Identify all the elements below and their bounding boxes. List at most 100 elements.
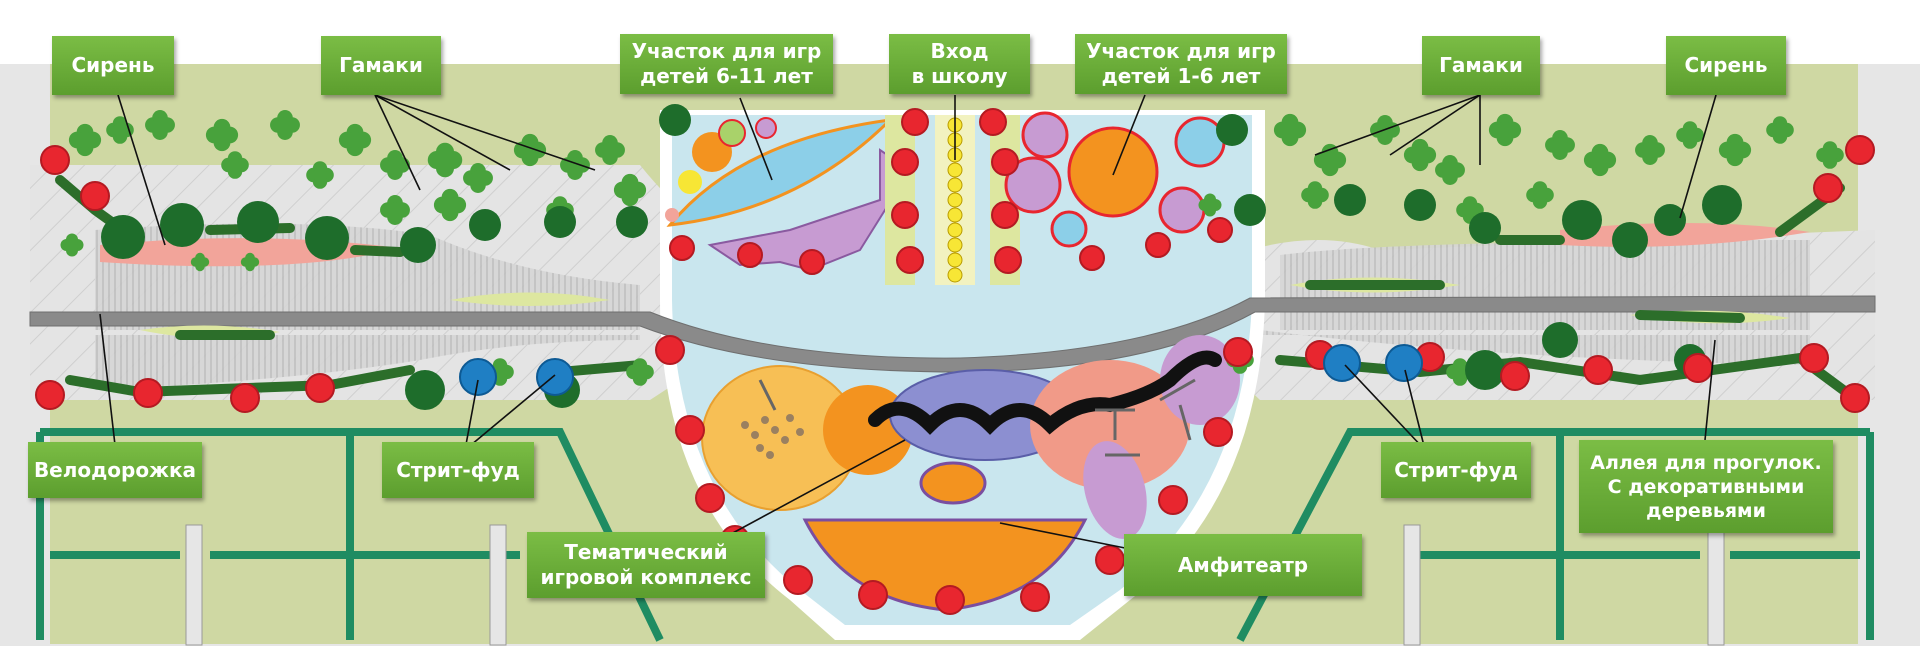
red-tree bbox=[994, 246, 1022, 274]
red-tree bbox=[1079, 245, 1105, 271]
shrub bbox=[602, 142, 618, 158]
tree bbox=[405, 370, 445, 410]
red-tree bbox=[1683, 353, 1713, 383]
trees-and-shrubs bbox=[35, 104, 1875, 615]
tree bbox=[1334, 184, 1366, 216]
shrub bbox=[1321, 151, 1339, 169]
red-tree bbox=[655, 335, 685, 365]
shrub bbox=[387, 157, 403, 173]
shrub bbox=[1682, 127, 1698, 143]
bike-path bbox=[29, 295, 1876, 373]
tree bbox=[544, 206, 576, 238]
red-tree bbox=[858, 580, 888, 610]
tree bbox=[1216, 114, 1248, 146]
red-tree bbox=[35, 380, 65, 410]
red-tree bbox=[891, 201, 919, 229]
red-tree bbox=[891, 148, 919, 176]
tree bbox=[400, 227, 436, 263]
red-tree bbox=[80, 181, 110, 211]
red-tree bbox=[783, 565, 813, 595]
label-hammocks-right: Гамаки bbox=[1422, 36, 1540, 95]
shrub bbox=[436, 151, 454, 169]
red-tree bbox=[40, 145, 70, 175]
shrub bbox=[66, 239, 78, 251]
red-tree bbox=[1095, 545, 1125, 575]
shrub bbox=[470, 170, 486, 186]
label-play-area-6-11: Участок для игр детей 6-11 лет bbox=[620, 34, 833, 94]
shrub bbox=[441, 196, 459, 214]
label-school-entrance: Вход в школу bbox=[889, 34, 1030, 94]
shrub bbox=[1552, 137, 1568, 153]
sand-equipment bbox=[741, 414, 804, 459]
tree bbox=[659, 104, 691, 136]
red-tree bbox=[737, 242, 763, 268]
red-tree bbox=[1840, 383, 1870, 413]
tree bbox=[1465, 350, 1505, 390]
red-tree bbox=[979, 108, 1007, 136]
shrub bbox=[1411, 146, 1429, 164]
label-amphitheater: Амфитеатр bbox=[1124, 534, 1362, 596]
red-tree bbox=[1813, 173, 1843, 203]
entrance-flowers bbox=[947, 117, 963, 283]
tree bbox=[305, 216, 349, 260]
shrub bbox=[1462, 202, 1478, 218]
red-tree bbox=[1158, 485, 1188, 515]
red-tree bbox=[799, 249, 825, 275]
tree bbox=[1234, 194, 1266, 226]
label-lilac-right: Сирень bbox=[1666, 36, 1786, 95]
red-tree bbox=[1020, 582, 1050, 612]
red-tree bbox=[1223, 337, 1253, 367]
red-tree bbox=[901, 108, 929, 136]
shrub bbox=[346, 131, 364, 149]
red-tree bbox=[991, 148, 1019, 176]
shrub bbox=[632, 364, 648, 380]
shrub bbox=[1642, 142, 1658, 158]
shrub bbox=[277, 117, 293, 133]
red-tree bbox=[1145, 232, 1171, 258]
shrub bbox=[227, 157, 243, 173]
label-street-food-left: Стрит-фуд bbox=[382, 442, 534, 498]
shrub bbox=[213, 126, 231, 144]
shrub bbox=[1442, 162, 1458, 178]
shrub bbox=[1532, 187, 1548, 203]
red-tree bbox=[675, 415, 705, 445]
shrub bbox=[1822, 147, 1838, 163]
red-tree bbox=[935, 585, 965, 615]
street-food-kiosk bbox=[1385, 344, 1423, 382]
tree bbox=[160, 203, 204, 247]
red-tree bbox=[1845, 135, 1875, 165]
street-food-kiosk bbox=[536, 358, 574, 396]
shrub bbox=[152, 117, 168, 133]
shrub bbox=[245, 257, 255, 267]
tree bbox=[101, 215, 145, 259]
tree bbox=[1562, 200, 1602, 240]
shrub bbox=[1496, 121, 1514, 139]
shrub bbox=[1281, 121, 1299, 139]
shrub bbox=[1307, 187, 1323, 203]
shrub bbox=[1204, 199, 1216, 211]
shrub bbox=[312, 167, 328, 183]
site-boundary bbox=[36, 428, 1874, 642]
red-tree bbox=[1207, 217, 1233, 243]
shrub bbox=[195, 257, 205, 267]
red-tree bbox=[305, 373, 335, 403]
shrub bbox=[1772, 122, 1788, 138]
tree bbox=[469, 209, 501, 241]
red-tree bbox=[896, 246, 924, 274]
red-tree bbox=[991, 201, 1019, 229]
tree bbox=[616, 206, 648, 238]
label-street-food-right: Стрит-фуд bbox=[1381, 442, 1531, 498]
label-walking-alley: Аллея для прогулок. С декоративными дере… bbox=[1579, 440, 1833, 533]
tree bbox=[1469, 212, 1501, 244]
tree bbox=[1612, 222, 1648, 258]
red-tree bbox=[1203, 417, 1233, 447]
tree bbox=[1404, 189, 1436, 221]
label-play-complex: Тематический игровой комплекс bbox=[527, 532, 765, 598]
red-tree bbox=[1583, 355, 1613, 385]
red-tree bbox=[669, 235, 695, 261]
red-tree bbox=[133, 378, 163, 408]
red-tree bbox=[230, 383, 260, 413]
tree bbox=[1654, 204, 1686, 236]
callout-pointers bbox=[99, 94, 1717, 549]
